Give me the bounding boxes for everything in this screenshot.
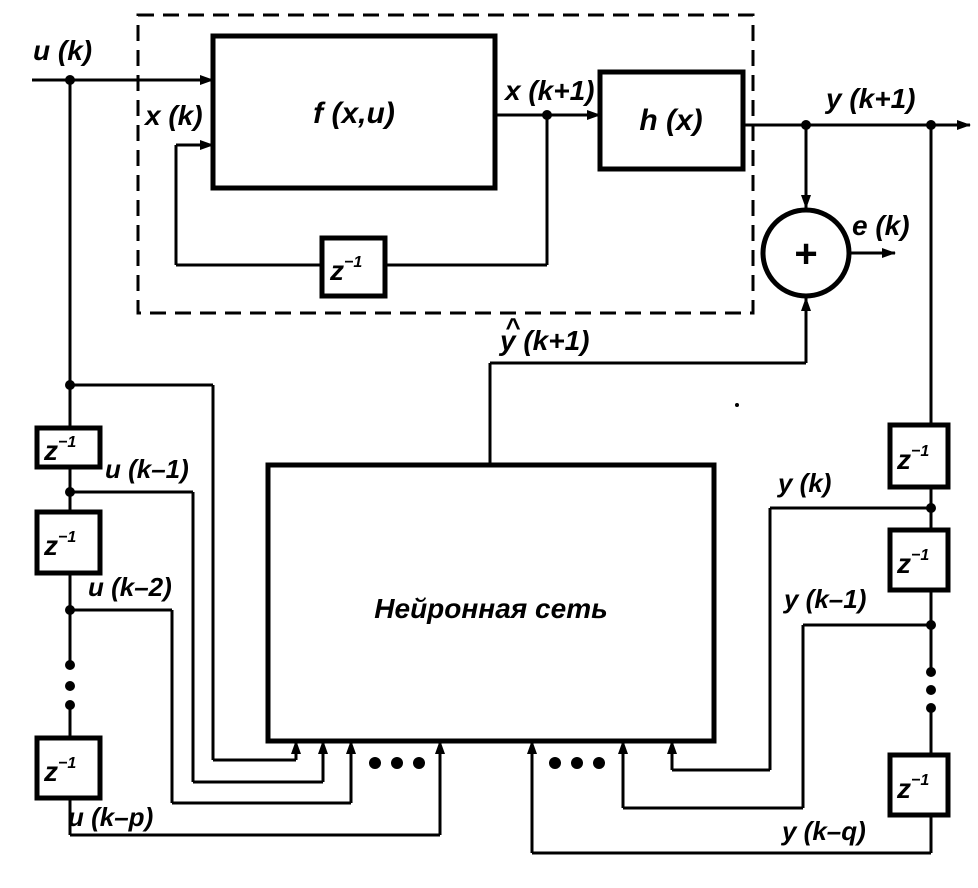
neural-network-label: Нейронная сеть — [374, 593, 607, 624]
svg-text:z−1: z−1 — [43, 434, 76, 466]
summer-sign: + — [794, 232, 817, 276]
ellipsis-right — [926, 667, 936, 713]
delay-u-1: z−1 — [34, 425, 103, 470]
svg-text:z−1: z−1 — [896, 547, 929, 579]
block-h: h (x) — [597, 69, 746, 172]
svg-text:z−1: z−1 — [43, 755, 76, 787]
speck — [735, 403, 739, 407]
delay-y-1-exp: −1 — [911, 443, 929, 460]
label-x-k: x (k) — [143, 100, 203, 131]
svg-text:z−1: z−1 — [896, 772, 929, 804]
summer: + — [760, 207, 852, 299]
label-y-k-q: y (k–q) — [780, 816, 866, 846]
label-u-k-2: u (k–2) — [88, 572, 172, 602]
delay-y-2: z−1 — [887, 527, 951, 593]
block-f-label: f (x,u) — [313, 97, 395, 130]
label-u-k-1: u (k–1) — [105, 454, 189, 484]
delay-y-q: z−1 — [887, 752, 951, 818]
label-u-k: u (k) — [33, 35, 92, 66]
delay-u-2-exp: −1 — [58, 529, 76, 546]
delay-y-q-z: z — [896, 773, 911, 804]
delay-plant-exp: −1 — [344, 254, 362, 271]
label-yhat-hat: ^ — [505, 312, 521, 342]
delay-u-2: z−1 — [34, 509, 103, 576]
delay-plant: z−1 — [319, 235, 388, 299]
svg-text:z−1: z−1 — [896, 443, 929, 475]
block-h-label: h (x) — [639, 104, 702, 137]
delay-u-p-exp: −1 — [58, 755, 76, 772]
ellipsis-left — [65, 660, 75, 710]
delay-u-1-exp: −1 — [58, 434, 76, 451]
junction-dots — [65, 75, 936, 630]
delay-u-2-z: z — [43, 530, 58, 561]
delay-u-1-z: z — [43, 435, 58, 466]
ellipsis-input-u — [369, 757, 425, 769]
label-y-k1: y (k+1) — [824, 83, 916, 114]
block-f: f (x,u) — [210, 33, 498, 191]
delay-u-p-z: z — [43, 756, 58, 787]
delay-y-2-z: z — [896, 548, 911, 579]
neural-network: Нейронная сеть — [265, 462, 717, 744]
wires — [32, 75, 971, 855]
label-e-k: e (k) — [852, 210, 910, 241]
label-x-k1: x (k+1) — [503, 75, 595, 106]
delay-y-2-exp: −1 — [911, 547, 929, 564]
label-y-k-1: y (k–1) — [782, 584, 866, 614]
delay-u-p: z−1 — [34, 735, 103, 801]
label-u-k-p: u (k–p) — [68, 802, 153, 832]
label-y-k: y (k) — [776, 468, 831, 498]
delay-plant-z: z — [329, 255, 344, 286]
ellipsis-input-y — [549, 757, 605, 769]
delay-y-1-z: z — [896, 444, 911, 475]
svg-text:z−1: z−1 — [43, 529, 76, 561]
svg-text:z−1: z−1 — [329, 254, 362, 286]
plant-boundary — [136, 13, 755, 315]
label-yhat-k1: y (k+1) — [498, 325, 590, 356]
delay-y-1: z−1 — [887, 422, 951, 490]
delay-y-q-exp: −1 — [911, 772, 929, 789]
